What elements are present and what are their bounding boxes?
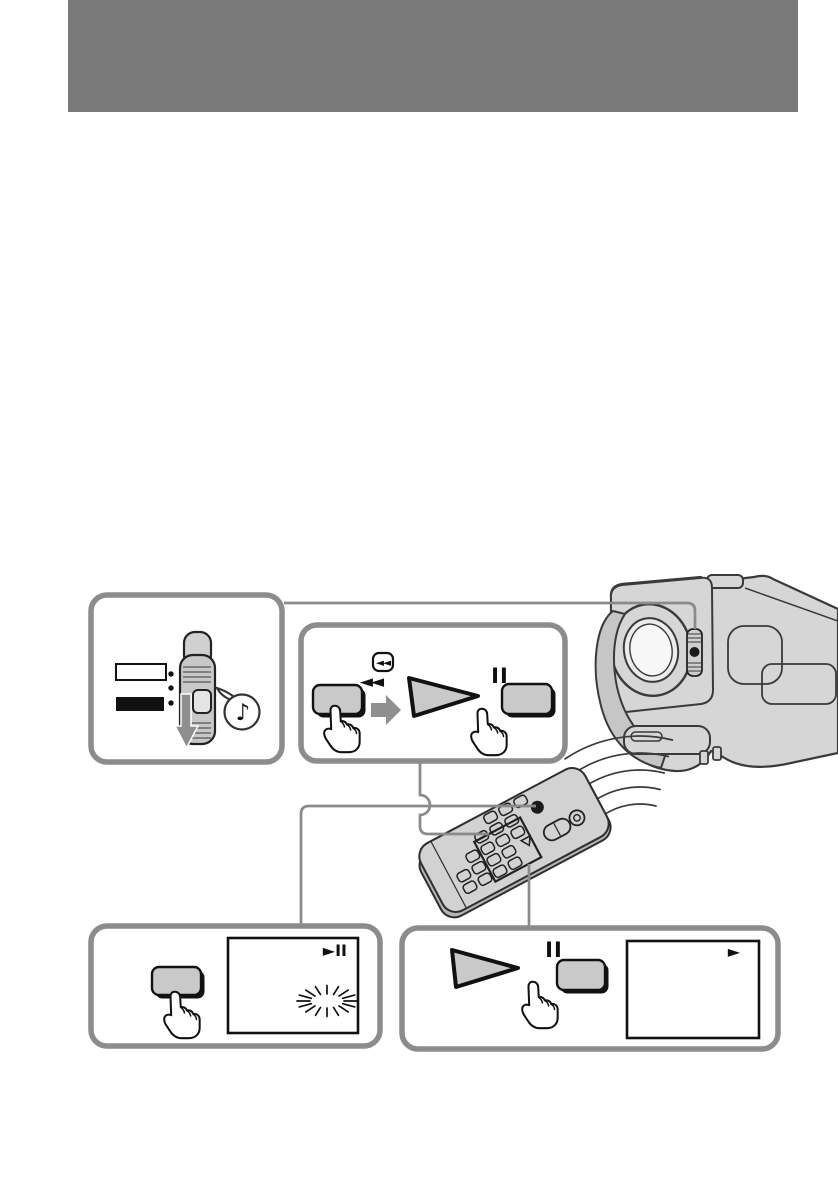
camcorder-grip-panel bbox=[727, 625, 783, 685]
play-triangle-button bbox=[407, 676, 480, 718]
switch-position-dot bbox=[168, 671, 174, 677]
slide-down-arrow-icon bbox=[173, 693, 200, 750]
pause-symbol: II bbox=[491, 664, 509, 688]
play-pause-indicator: ►II bbox=[323, 941, 347, 960]
playback-controls-panel: ◄◄ ◄◄ II bbox=[298, 622, 568, 764]
remote-down-triangle-button bbox=[519, 834, 531, 847]
flashing-indicator bbox=[296, 984, 358, 1018]
display-screen-2 bbox=[625, 939, 761, 1040]
connector-line-power-switch bbox=[284, 601, 697, 629]
camcorder-illustration bbox=[594, 574, 838, 773]
remote-play-button-divider bbox=[553, 823, 561, 836]
header-bar bbox=[68, 0, 798, 112]
camcorder-strap bbox=[594, 609, 669, 770]
remote-round-button bbox=[568, 809, 586, 827]
pause-button bbox=[500, 682, 554, 716]
connector-line-remote-button bbox=[299, 804, 536, 924]
switch-position-label-bottom bbox=[116, 697, 164, 711]
connector-line-playback-group bbox=[418, 762, 489, 836]
then-arrow-icon bbox=[371, 695, 401, 725]
ir-signal-arcs bbox=[564, 735, 674, 817]
display-screen bbox=[226, 936, 360, 1035]
play-triangle-button-2 bbox=[450, 948, 520, 989]
remote-body bbox=[418, 767, 610, 913]
remote-round-button-center bbox=[573, 813, 581, 822]
camcorder-foot bbox=[699, 750, 709, 765]
power-switch-panel: ♪ bbox=[88, 592, 285, 765]
rewind-badge-symbol: ◄◄ bbox=[376, 657, 392, 669]
remote-illustration bbox=[418, 767, 612, 919]
camcorder-power-switch bbox=[686, 628, 703, 677]
rewind-symbol: ◄◄ bbox=[360, 672, 385, 692]
camcorder-bottom-lip bbox=[623, 725, 711, 755]
pause-button-2 bbox=[555, 958, 607, 992]
connector-lines bbox=[284, 601, 697, 926]
resume-playback-panel: II ► bbox=[399, 925, 781, 1052]
camcorder-foot bbox=[712, 746, 722, 761]
camcorder-side-panel bbox=[761, 663, 837, 705]
pause-panel-button bbox=[150, 965, 203, 997]
remote-button-group-highlight bbox=[472, 815, 543, 884]
rewind-button-badge bbox=[371, 651, 395, 673]
switch-position-dot bbox=[168, 700, 174, 706]
remote-battery-seam bbox=[430, 841, 467, 908]
remote-highlighted-button bbox=[530, 800, 544, 814]
music-note: ♪ bbox=[236, 700, 251, 726]
beep-note-bubble: ♪ bbox=[215, 686, 261, 731]
switch-knob bbox=[192, 689, 212, 714]
pause-symbol-2: II bbox=[545, 938, 563, 962]
switch-position-label-top bbox=[115, 663, 167, 681]
power-switch-illustration bbox=[173, 630, 217, 750]
pause-display-panel: ►II bbox=[88, 923, 383, 1049]
play-indicator: ► bbox=[728, 942, 741, 961]
switch-position-dot bbox=[168, 685, 174, 691]
